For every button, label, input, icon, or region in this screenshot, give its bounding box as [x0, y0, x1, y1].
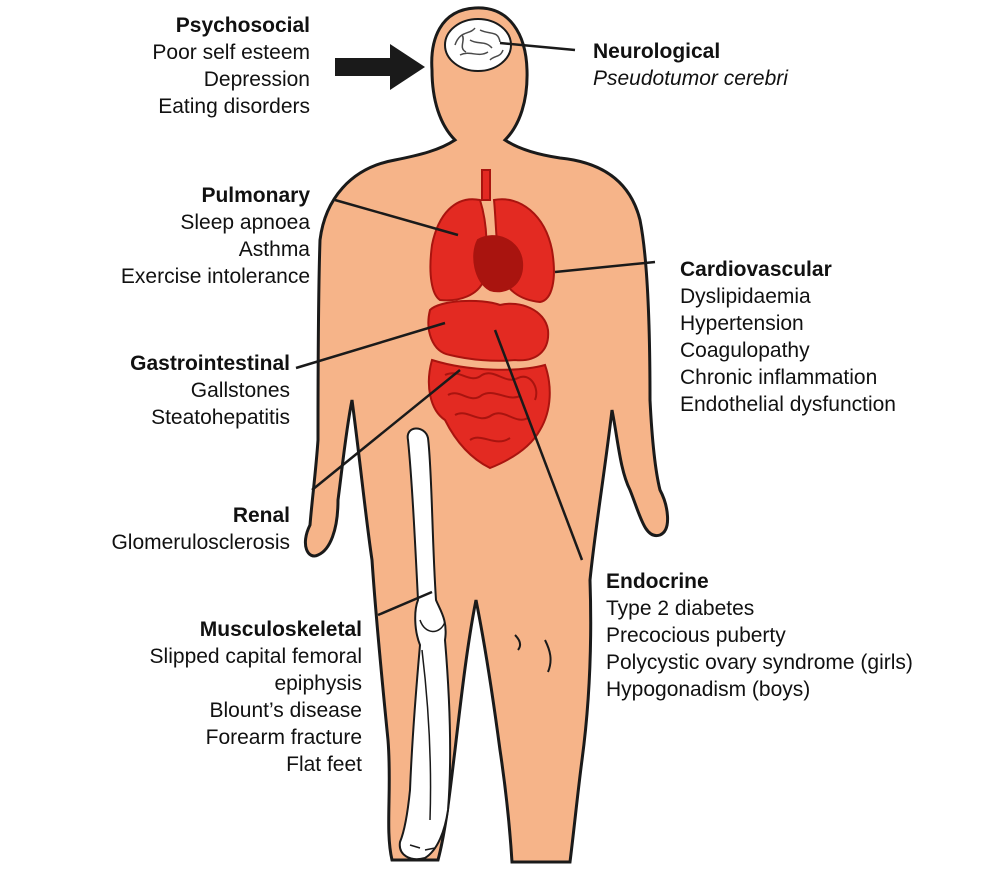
psychosocial-item: Depression	[152, 66, 310, 93]
musculoskeletal-item: Blount’s disease	[150, 697, 362, 724]
musculoskeletal-item: Forearm fracture	[150, 724, 362, 751]
psychosocial-arrow	[335, 44, 425, 90]
psychosocial-item: Eating disorders	[152, 93, 310, 120]
liver-and-stomach	[428, 301, 548, 361]
musculoskeletal-item: epiphysis	[150, 670, 362, 697]
cardiovascular-item: Dyslipidaemia	[680, 283, 896, 310]
pulmonary-item: Sleep apnoea	[121, 209, 310, 236]
endocrine-item: Type 2 diabetes	[606, 595, 913, 622]
psychosocial-label: Psychosocial Poor self esteem Depression…	[152, 12, 310, 120]
cardiovascular-item: Chronic inflammation	[680, 364, 896, 391]
psychosocial-item: Poor self esteem	[152, 39, 310, 66]
musculoskeletal-item: Flat feet	[150, 751, 362, 778]
gastrointestinal-label: Gastrointestinal Gallstones Steatohepati…	[130, 350, 290, 431]
cardiovascular-item: Coagulopathy	[680, 337, 896, 364]
musculoskeletal-label: Musculoskeletal Slipped capital femoral …	[150, 616, 362, 778]
endocrine-item: Polycystic ovary syndrome (girls)	[606, 649, 913, 676]
pulmonary-label: Pulmonary Sleep apnoea Asthma Exercise i…	[121, 182, 310, 290]
cardiovascular-item: Hypertension	[680, 310, 896, 337]
pulmonary-item: Exercise intolerance	[121, 263, 310, 290]
musculoskeletal-item: Slipped capital femoral	[150, 643, 362, 670]
gastrointestinal-item: Gallstones	[130, 377, 290, 404]
renal-heading: Renal	[111, 502, 290, 529]
pulmonary-item: Asthma	[121, 236, 310, 263]
endocrine-item: Precocious puberty	[606, 622, 913, 649]
endocrine-heading: Endocrine	[606, 568, 913, 595]
psychosocial-heading: Psychosocial	[152, 12, 310, 39]
musculoskeletal-heading: Musculoskeletal	[150, 616, 362, 643]
renal-label: Renal Glomerulosclerosis	[111, 502, 290, 556]
gastrointestinal-heading: Gastrointestinal	[130, 350, 290, 377]
endocrine-label: Endocrine Type 2 diabetes Precocious pub…	[606, 568, 913, 703]
neurological-heading: Neurological	[593, 38, 788, 65]
neurological-label: Neurological Pseudotumor cerebri	[593, 38, 788, 92]
cardiovascular-item: Endothelial dysfunction	[680, 391, 896, 418]
brain	[445, 19, 511, 71]
endocrine-item: Hypogonadism (boys)	[606, 676, 913, 703]
cardiovascular-heading: Cardiovascular	[680, 256, 896, 283]
gastrointestinal-item: Steatohepatitis	[130, 404, 290, 431]
pulmonary-heading: Pulmonary	[121, 182, 310, 209]
neurological-item: Pseudotumor cerebri	[593, 65, 788, 92]
cardiovascular-label: Cardiovascular Dyslipidaemia Hypertensio…	[680, 256, 896, 418]
renal-item: Glomerulosclerosis	[111, 529, 290, 556]
